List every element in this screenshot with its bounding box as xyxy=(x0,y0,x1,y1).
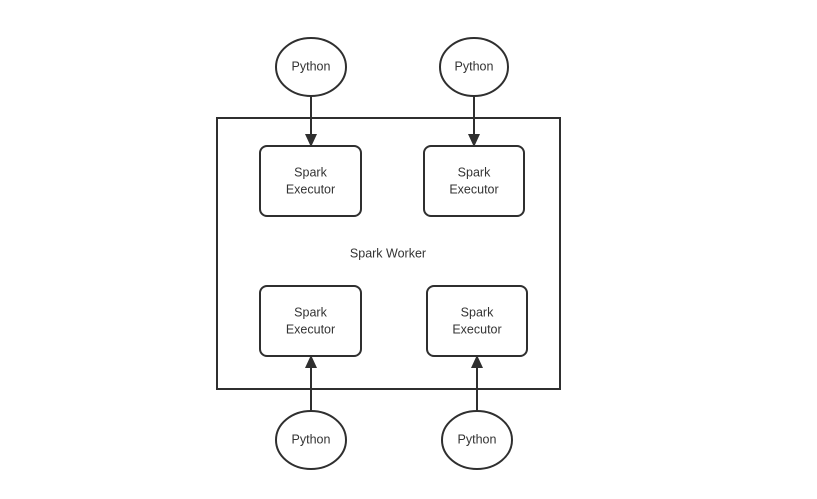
spark-executor-label-line2: Executor xyxy=(449,182,498,196)
arrow-head-icon xyxy=(305,355,317,368)
spark-executor-label-line1: Spark xyxy=(458,165,491,179)
python-node-top-left[interactable]: Python xyxy=(275,37,347,97)
spark-executor-box[interactable] xyxy=(259,285,362,357)
spark-executor-label-line1: Spark xyxy=(294,165,327,179)
python-ellipse[interactable] xyxy=(439,37,509,97)
spark-executor-bottom-right[interactable]: Spark Executor xyxy=(426,285,528,357)
connector-python-to-executor-bottom-right xyxy=(471,355,483,411)
spark-executor-bottom-left[interactable]: Spark Executor xyxy=(259,285,362,357)
python-ellipse[interactable] xyxy=(441,410,513,470)
python-node-top-right[interactable]: Python xyxy=(439,37,509,97)
python-node-bottom-left[interactable]: Python xyxy=(275,410,347,470)
arrow-head-icon xyxy=(305,134,317,147)
connector-python-to-executor-top-left xyxy=(305,96,317,147)
spark-executor-label-line2: Executor xyxy=(286,182,335,196)
python-label: Python xyxy=(458,432,497,446)
spark-executor-box[interactable] xyxy=(259,145,362,217)
arrow-head-icon xyxy=(468,134,480,147)
python-label: Python xyxy=(292,432,331,446)
connector-python-to-executor-top-right xyxy=(468,96,480,147)
spark-worker-label: Spark Worker xyxy=(350,246,426,260)
spark-executor-box[interactable] xyxy=(423,145,525,217)
python-label: Python xyxy=(455,59,494,73)
spark-executor-label-line2: Executor xyxy=(286,322,335,336)
spark-executor-box[interactable] xyxy=(426,285,528,357)
spark-executor-top-right[interactable]: Spark Executor xyxy=(423,145,525,217)
python-ellipse[interactable] xyxy=(275,410,347,470)
spark-executor-label-line2: Executor xyxy=(452,322,501,336)
python-label: Python xyxy=(292,59,331,73)
arrow-head-icon xyxy=(471,355,483,368)
spark-executor-label-line1: Spark xyxy=(461,305,494,319)
spark-executor-label-line1: Spark xyxy=(294,305,327,319)
python-ellipse[interactable] xyxy=(275,37,347,97)
spark-executor-top-left[interactable]: Spark Executor xyxy=(259,145,362,217)
python-node-bottom-right[interactable]: Python xyxy=(441,410,513,470)
connector-python-to-executor-bottom-left xyxy=(305,355,317,411)
